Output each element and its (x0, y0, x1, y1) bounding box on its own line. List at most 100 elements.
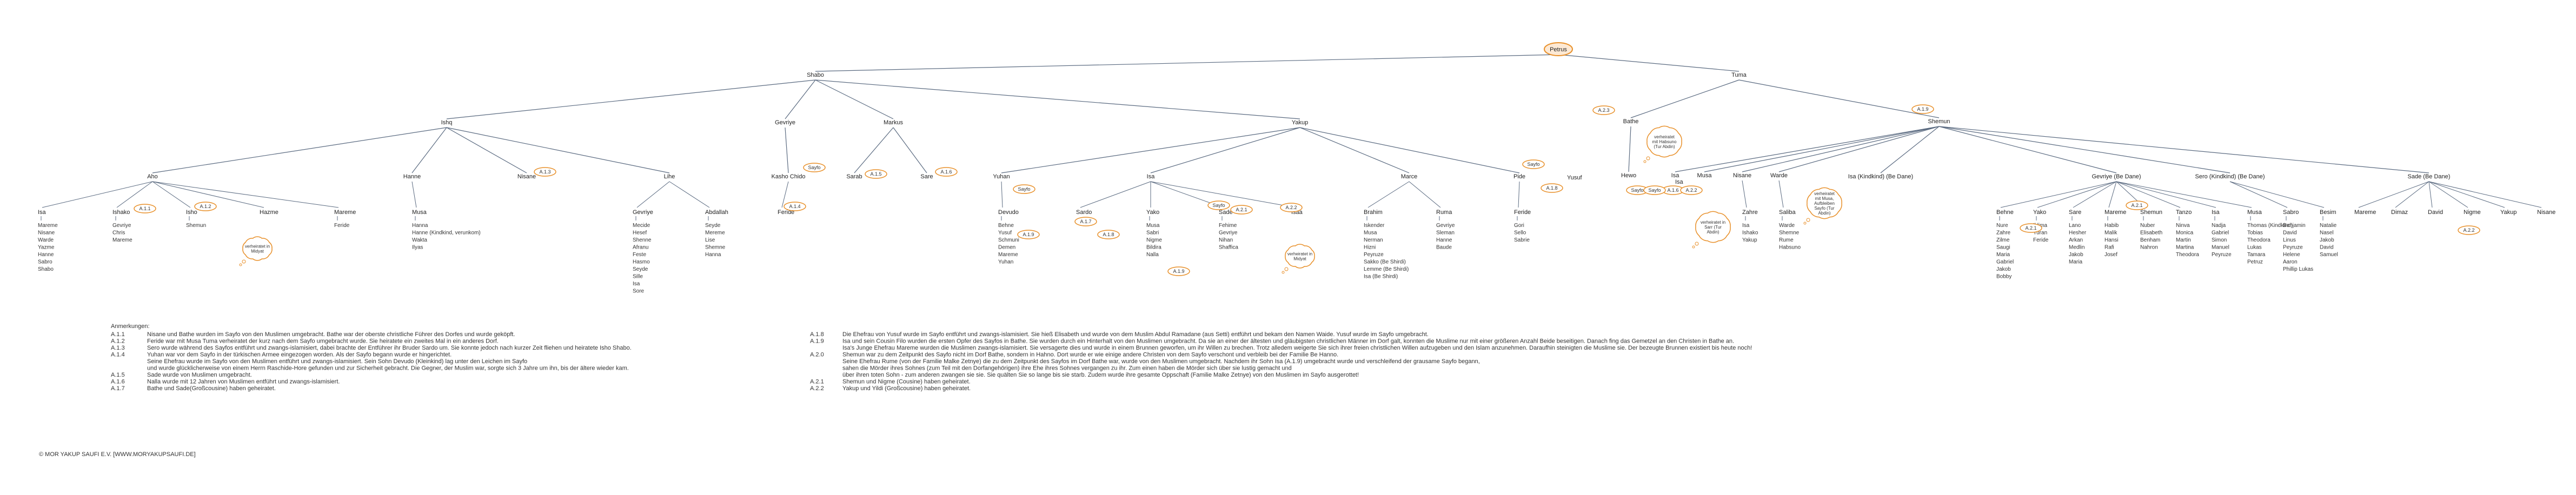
annotation-oval-label: Sayfo (1018, 186, 1030, 192)
child-name: Theodora (2247, 237, 2270, 243)
edge (1518, 181, 1520, 208)
note-code: A.2.2 (810, 385, 824, 392)
edge (446, 127, 527, 173)
leaf-group: Hazme (260, 209, 278, 216)
child-name: Rume (1779, 237, 1794, 243)
leaf-group-head: Yako (1146, 209, 1159, 216)
leaf-group-head: Isho (186, 209, 197, 216)
leaf-group-head: Brahim (1364, 209, 1383, 216)
edge (1080, 181, 1151, 208)
annotation-oval (1230, 205, 1253, 215)
person-node: Yuhan (993, 173, 1010, 180)
leaf-group-head: Devudo (998, 209, 1019, 216)
annotation-oval-label: A.1.5 (870, 171, 881, 177)
annotation-oval-label: A.1.3 (539, 169, 550, 175)
note-text: Seine Ehefrau wurde im Sayfo von den Mus… (147, 358, 527, 365)
child-name: Sille (633, 274, 643, 280)
child-name: Maria (2069, 259, 2082, 265)
leaf-group: Yusuf (1567, 175, 1582, 181)
person-node: Petrus (1550, 46, 1567, 53)
child-name: Isa (Be Shirdi) (1364, 274, 1398, 280)
child-name: Jakob (2320, 237, 2334, 243)
person-node: Yakup (1292, 119, 1308, 126)
note-text: Yakup und Yildi (Großcousine) haben gehe… (842, 385, 971, 392)
leaf-group: Nisane (2537, 209, 2555, 216)
annotation-oval-label: A.1.6 (1667, 188, 1678, 193)
annotation-oval (1167, 266, 1190, 276)
leaf-group: GevriyeMecideHesefShenneAfranuFesteHasmo… (633, 209, 653, 295)
leaf-group-head: Musa (2247, 209, 2262, 216)
annotation-oval-label: A.2.2 (1685, 188, 1697, 193)
child-name: Gevriye (1219, 230, 1238, 236)
child-name: Ilyas (412, 245, 423, 251)
edge (1628, 126, 1631, 172)
annotation-oval (2458, 225, 2480, 235)
child-name: Hizni (1364, 245, 1376, 251)
child-name: Sakko (Be Shirdi) (1364, 259, 1406, 265)
edge (1704, 126, 1940, 172)
child-name: Behne (998, 223, 1014, 229)
edge (1299, 127, 1520, 173)
child-name: Feride (2033, 237, 2049, 243)
leaf-group-head: Dimaz (2391, 209, 2408, 216)
edge (893, 127, 927, 173)
leaf-group-head: Zahre (1742, 209, 1758, 216)
leaf-group: Sardo (1076, 209, 1092, 216)
note-code: A.1.2 (111, 338, 125, 345)
annotation-oval-label: A.1.2 (200, 204, 211, 209)
edge (781, 181, 789, 208)
edges-layer (42, 54, 2542, 208)
child-name: Shemne (705, 245, 726, 251)
person-node: Shemun (1928, 118, 1950, 125)
leaf-group-head: Hazme (260, 209, 278, 216)
annotation-oval (194, 202, 217, 211)
child-name: Nihan (1219, 237, 1233, 243)
leaf-group-head: Musa (412, 209, 427, 216)
annotation-cloud (242, 236, 273, 261)
child-name: Hanne (Kindkind, verunkom) (412, 230, 481, 236)
leaf-group-head: Isa (1675, 179, 1684, 185)
child-name: Gabriel (1996, 259, 2014, 265)
annotation-oval-label: Sayfo (1212, 203, 1225, 208)
leaf-group-head: Isa (38, 209, 47, 216)
edge (1001, 127, 1300, 173)
annotation-oval (1280, 203, 1303, 212)
child-name: Hansi (2104, 237, 2119, 243)
edge (669, 181, 710, 208)
child-name: Feride (334, 223, 350, 229)
annotation-oval-label: Sayfo (1631, 188, 1643, 193)
child-name: Yusuf (998, 230, 1012, 236)
edge (854, 127, 894, 173)
child-name: Warde (38, 237, 54, 243)
edge (1938, 126, 2429, 173)
child-name: Benjamin (2283, 223, 2306, 229)
person-node: Warde (1770, 172, 1788, 179)
person-node: Markus (884, 119, 904, 126)
edge (2428, 181, 2542, 208)
leaf-group-head: Tanzo (2176, 209, 2192, 216)
leaf-group-head: Yusuf (1567, 175, 1582, 181)
annotation-oval (1680, 185, 1703, 195)
child-name: Lemme (Be Shirdi) (1364, 266, 1409, 272)
person-node: Shabo (807, 72, 824, 78)
annotation-oval-label: A.1.9 (1023, 232, 1034, 237)
child-name: Yakup (1742, 237, 1757, 243)
child-name: Yuran (2033, 230, 2047, 236)
leaf-group: Nigme (2464, 209, 2481, 216)
child-name: Linus (2283, 237, 2296, 243)
child-name: Nigme (1146, 237, 1162, 243)
person-node: Pide (1513, 173, 1525, 180)
note-text: Shemun und Nigme (Cousine) haben geheira… (842, 379, 971, 385)
